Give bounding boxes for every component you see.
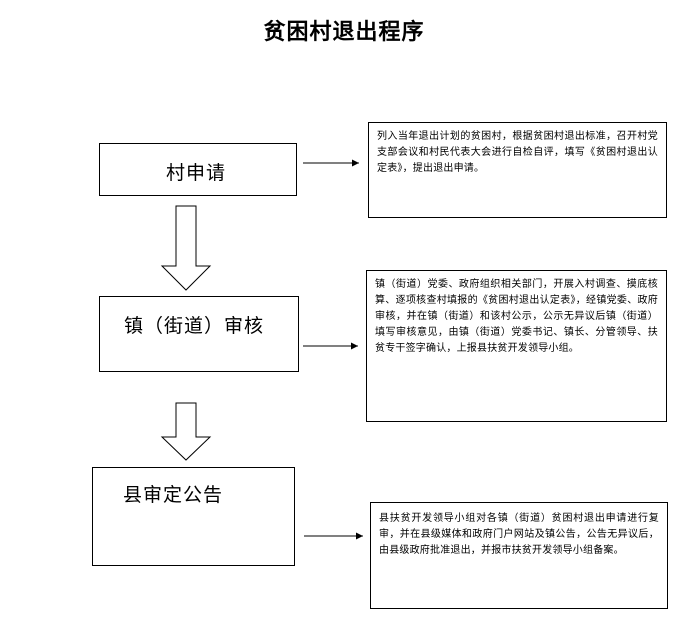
step-label-town-review: 镇（街道）审核 [124, 315, 265, 337]
step-description-village-application: 列入当年退出计划的贫困村，根据贫困村退出标准，召开村党支部会议和村民代表大会进行… [368, 122, 667, 218]
step-label-village-application: 村申请 [166, 162, 227, 184]
block-arrow-down-2 [160, 402, 212, 461]
page-title: 贫困村退出程序 [263, 19, 425, 45]
step-box-village-application: 村申请 [99, 143, 297, 196]
step-label-county-announcement: 县审定公告 [123, 484, 224, 506]
block-arrow-down-1 [160, 205, 212, 291]
step-box-town-review: 镇（街道）审核 [99, 296, 299, 372]
step-box-county-announcement: 县审定公告 [92, 467, 295, 566]
step-description-county-announcement: 县扶贫开发领导小组对各镇（街道）贫困村退出申请进行复审，并在县级媒体和政府门户网… [370, 502, 668, 609]
step-description-town-review: 镇（街道）党委、政府组织相关部门，开展入村调查、摸底核算、逐项核查村填报的《贫困… [366, 270, 667, 422]
